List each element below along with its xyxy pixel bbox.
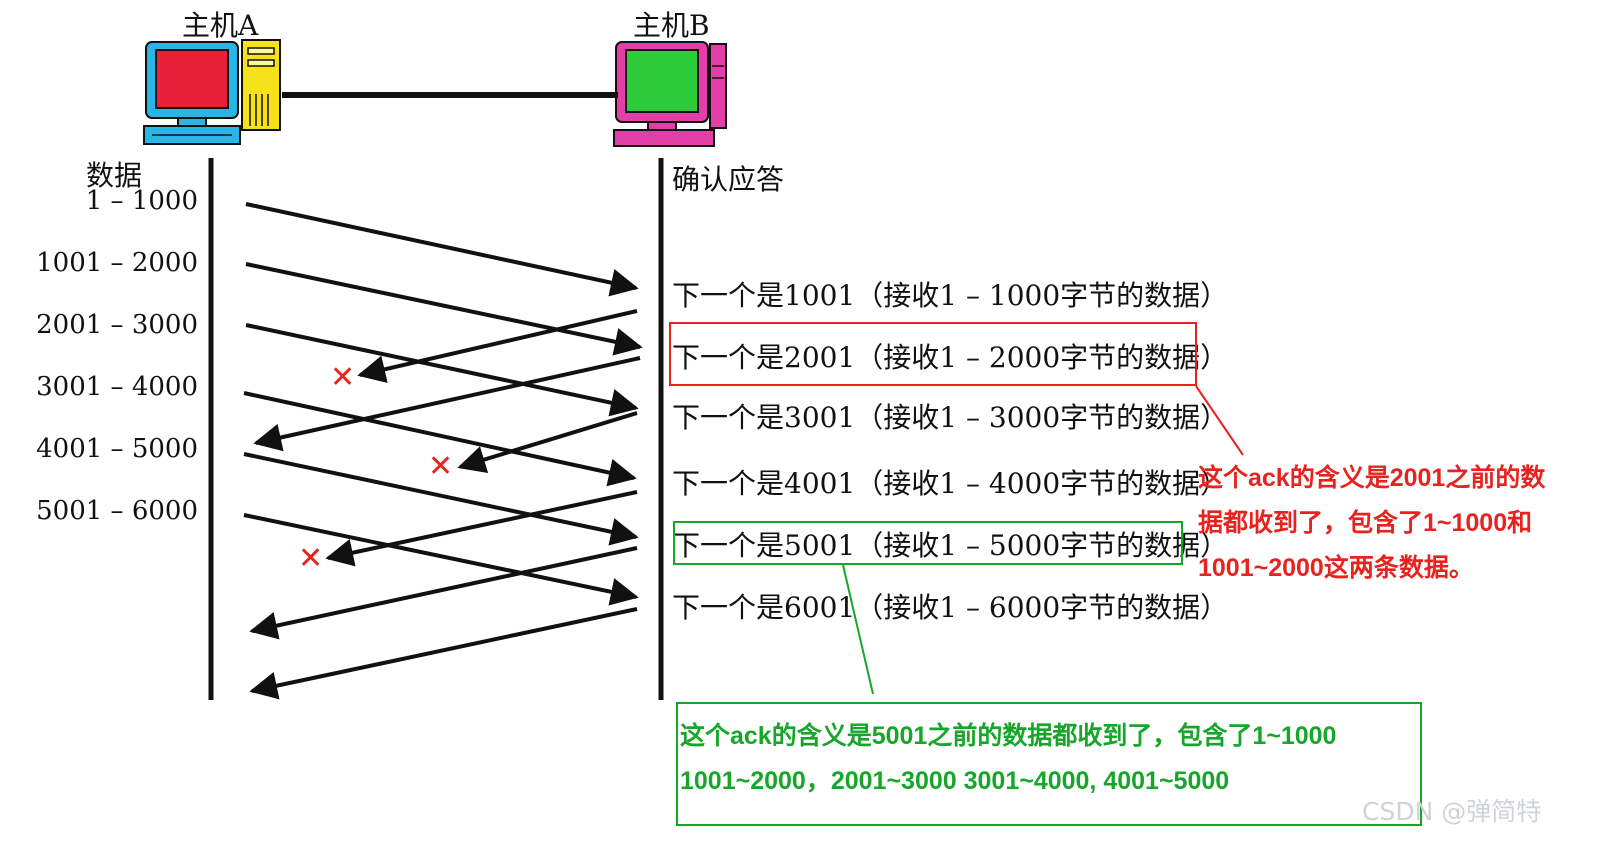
ack-arrow [249,607,638,700]
ack-arrow [325,490,638,567]
data-segment-arrow [245,323,639,417]
green-note-box [676,702,1422,826]
ack-label: 下一个是5001（接收1 – 5000字节的数据） [672,529,1229,562]
lost-ack-marker: ✕ [428,449,454,484]
lost-ack-marker: ✕ [330,360,356,395]
red-callout-connector [1195,385,1244,456]
segment-label: 4001 – 5000 [36,434,198,464]
ack-arrow [253,356,641,452]
red-annotation-line: 据都收到了，包含了1~1000和 [1198,509,1533,537]
segment-label: 3001 – 4000 [36,372,198,402]
green-annotation-line: 1001~2000，2001~3000 3001~4000, 4001~5000 [680,767,1230,795]
lost-ack-marker: ✕ [298,541,324,576]
data-segment-arrow [243,452,639,546]
green-callout-connector [842,564,874,695]
red-annotation-line: 1001~2000这两条数据。 [1198,554,1474,582]
green-annotation-line: 这个ack的含义是5001之前的数据都收到了，包含了1~1000 [680,722,1337,750]
data-segment-arrow [245,202,639,297]
segment-label: 1 – 1000 [85,186,198,216]
segment-label: 5001 – 6000 [36,496,198,526]
ack-label: 下一个是2001（接收1 – 2000字节的数据） [672,341,1229,374]
segment-label: 2001 – 3000 [36,310,198,340]
host-b-label: 主机B [633,9,710,42]
host-a-computer-icon [143,39,281,145]
data-column-label: 数据 [86,159,143,192]
ack-label: 下一个是1001（接收1 – 1000字节的数据） [672,279,1229,312]
data-segment-arrow [243,513,639,606]
ack-arrow [249,546,638,640]
red-annotation: 这个ack的含义是2001之前的数 据都收到了，包含了1~1000和 1001~… [1198,456,1545,591]
data-segment-arrow [245,262,643,356]
ack-label: 下一个是4001（接收1 – 4000字节的数据） [672,467,1229,500]
ack-label: 下一个是3001（接收1 – 3000字节的数据） [672,401,1229,434]
segment-label: 1001 – 2000 [36,248,198,278]
green-annotation: 这个ack的含义是5001之前的数据都收到了，包含了1~1000 1001~20… [680,714,1336,804]
host-b-computer-icon [613,41,727,147]
host-a-label: 主机A [182,9,259,42]
data-segment-arrow [243,391,637,487]
ack-arrow [457,411,638,474]
watermark: CSDN @弹简特 [1362,797,1542,826]
red-annotation-line: 这个ack的含义是2001之前的数 [1198,464,1546,492]
red-highlight-box [669,322,1197,386]
green-highlight-box [673,521,1183,565]
ack-label: 下一个是6001（接收1 – 6000字节的数据） [672,591,1229,624]
ack-arrow [357,309,638,383]
ack-column-label: 确认应答 [672,163,785,196]
